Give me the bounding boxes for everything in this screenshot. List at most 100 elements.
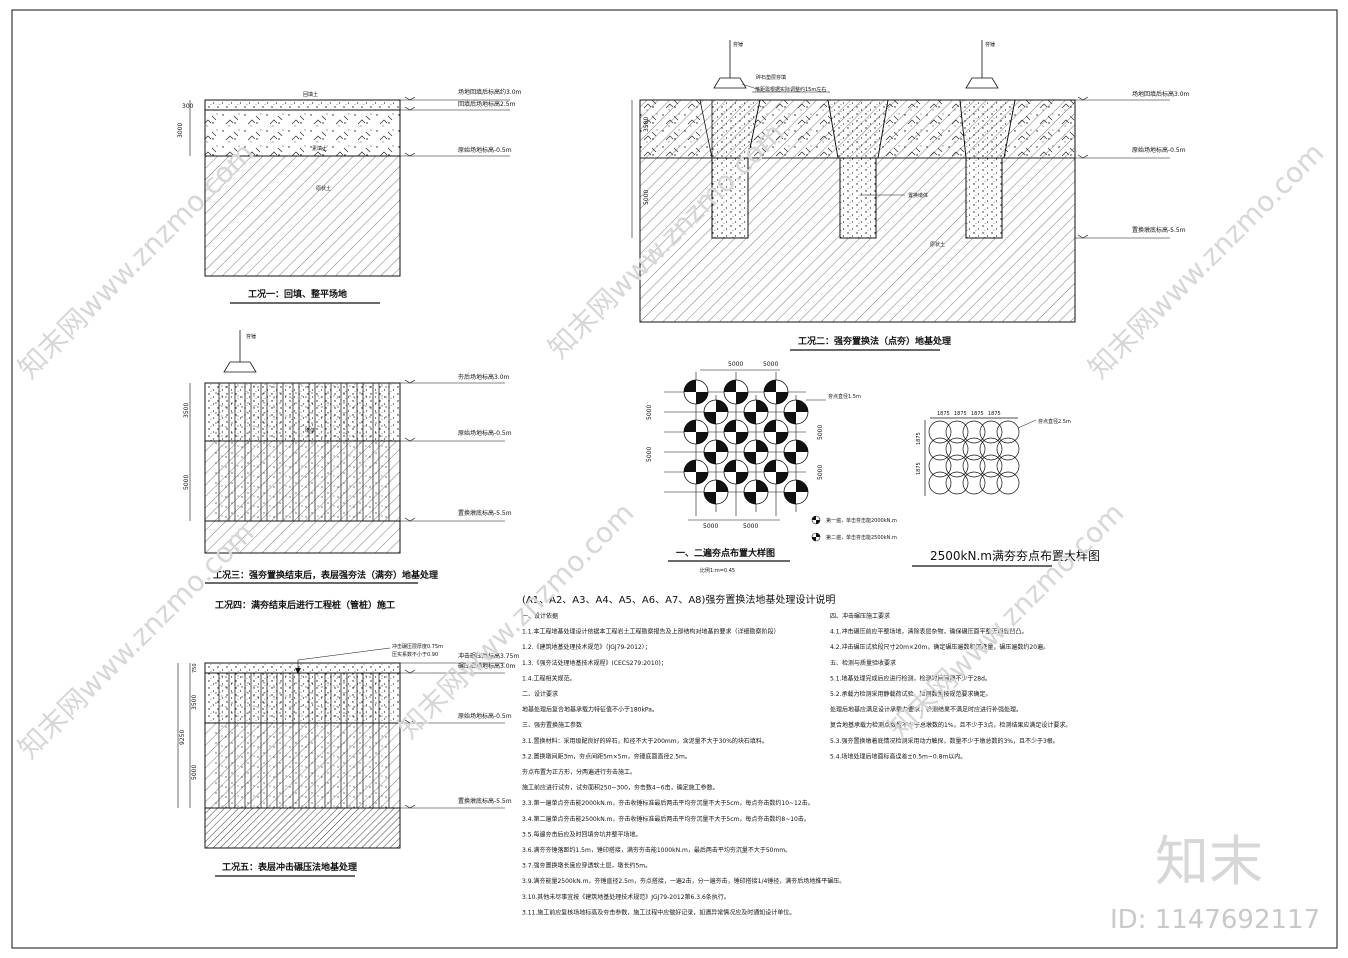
tamping-point	[783, 439, 809, 465]
tamping-point	[743, 479, 769, 505]
note-line: 五、检测与质量验收要求	[830, 659, 896, 667]
full-title: 2500kN.m满夯夯点布置大样图	[930, 548, 1100, 563]
note-line: 3.5.每遍夯击后应及时回填夯坑并整平场地。	[522, 830, 641, 838]
s2-dim-0: 3500	[643, 117, 650, 132]
note-line: 3.6.满夯夯锤落距约1.5m，锤印搭接，满夯夯击能1000kN.m，最后两击平…	[522, 846, 791, 854]
tamping-point	[703, 399, 729, 425]
note-line: 5.1.地基处理完成后应进行检测，检测时间间隔不少于28d。	[830, 674, 991, 682]
note-line: 处理后地基应满足设计承载力要求，检测结果不满足时应进行补强处理。	[830, 706, 1022, 714]
s5-dim-0: 750	[192, 663, 198, 673]
note-line: 地基处理后复合地基承载力特征值不小于180kPa。	[522, 706, 658, 714]
s3-level-0: 夯后场地标高3.0m	[458, 373, 510, 381]
full-tamping-circle	[996, 437, 1020, 461]
tamping-point	[783, 399, 809, 425]
grid-legend-1: 第二遍，单击夯击能2500kN.m	[826, 534, 897, 541]
note-line: 3.10.其他未尽事宜按《建筑地基处理技术规范》JGJ79-2012第6.3.6…	[522, 893, 730, 901]
note-line: 3.3.第一遍单点夯击能2000kN.m，夯击收锤标准最后两击平均夯沉量不大于5…	[522, 799, 814, 807]
note-line: 夯点布置为正方形，分两遍进行夯击施工。	[522, 768, 636, 776]
full-tamping-circle	[945, 454, 969, 478]
full-dim-2: 1875	[971, 411, 984, 417]
full-tamping-circle	[945, 471, 969, 495]
note-line: 3.2.置换墩间距3m，夯点间距5m×5m，夯锤底面直径2.5m。	[522, 752, 691, 760]
full-tamping-circle	[928, 471, 952, 495]
note-line: 1.2.《建筑地基处理技术规范》（JGJ79-2012）；	[522, 643, 651, 651]
section-1: 300 3000 场地回填后标高约3.0m 回填后场地标高2.5m 原始场地标高…	[177, 88, 522, 304]
full-dim-3: 1875	[988, 411, 1001, 417]
s1-dim-1: 3000	[177, 123, 184, 138]
s1-level-0: 场地回填后标高约3.0m	[458, 88, 522, 96]
tamping-point	[763, 419, 789, 445]
s5-dim-3: 9250	[179, 730, 186, 745]
s5-dim-1: 3500	[191, 695, 198, 710]
s5-dim-2: 5000	[191, 765, 198, 780]
grid-legend: 第一遍，单击夯击能2000kN.m 第二遍，单击夯击能2500kN.m	[811, 515, 897, 542]
s3-mid: 墩体	[305, 427, 315, 434]
grid-legend-0: 第一遍，单击夯击能2000kN.m	[826, 517, 897, 524]
note-line: 3.11.施工前应复核场地标高及夯击参数，施工过程中应做好记录，如遇异常情况应及…	[522, 908, 795, 916]
s5-level-2: 原始场地标高-0.5m	[458, 712, 512, 720]
note-line: 复合地基承载力检测点数量不少于总墩数的1%，且不少于3点，检测结果应满足设计要求…	[830, 721, 1071, 729]
sheet-border	[11, 9, 1338, 949]
full-dim-4: 1875	[916, 432, 922, 445]
note-line: 一、设计依据	[522, 612, 558, 620]
tamping-point	[743, 399, 769, 425]
s1-label-2: 原状土	[316, 185, 331, 192]
s3-hammer: 夯锤	[246, 333, 256, 340]
full-dim-1: 1875	[954, 411, 967, 417]
full-tamping-circle	[962, 420, 986, 444]
s2-hammer-2: 夯锤	[985, 41, 995, 48]
watermark-3: 知末网www.znzmo.com	[1082, 136, 1331, 385]
note-line: 三、强夯置换施工参数	[522, 721, 582, 729]
note-line: 4.2.冲击碾压试验段尺寸20m×20m，确定碾压遍数和沉降量，碾压遍数约20遍…	[830, 643, 1049, 651]
grid-dim-5: 5000	[646, 447, 653, 462]
grid-dim-6: 5000	[817, 425, 824, 440]
full-tamping-detail: 1875 1875 1875 1875 1875 1875 夯点直径2.5m 2…	[912, 411, 1100, 567]
design-notes: (A1、A2、A3、A4、A5、A6、A7、A8)强夯置换法地基处理设计说明 一…	[522, 593, 1071, 916]
s5-note-0: 冲击碾压层厚度0.75m	[392, 643, 443, 650]
tamping-point	[763, 459, 789, 485]
s2-label-3: 原状土	[930, 241, 945, 248]
s2-level-2: 置换墩底标高-5.5m	[1132, 226, 1186, 234]
s5-title: 工况五：表层冲击碾压法地基处理	[222, 861, 357, 873]
s2-level-0: 场地回填后标高3.0m	[1132, 90, 1190, 98]
note-line: 1.4.工程相关规范。	[522, 674, 575, 682]
s2-level-1: 原始场地标高-0.5m	[1132, 146, 1186, 154]
note-line: 5.3.强夯置换墩着底情况检测采用动力触探，数量不少于墩总数的3%，且不少于3根…	[830, 737, 1059, 745]
tamping-point	[743, 439, 769, 465]
tamping-point	[703, 439, 729, 465]
s5-level-3: 置换墩底标高-5.5m	[458, 797, 512, 805]
s3-title: 工况三：强夯置换结束后，表层强夯法（满夯）地基处理	[213, 569, 438, 581]
watermark-logo: 知末	[1155, 830, 1263, 893]
s2-label-2: 置换墩体	[908, 192, 928, 199]
grid-dim-7: 5000	[817, 465, 824, 480]
note-line: 1.1.本工程地基处理设计依据本工程岩土工程勘察报告及上部结构对地基的要求（详细…	[522, 628, 779, 636]
full-tamping-circle	[928, 454, 952, 478]
grid-dim-0: 5000	[728, 361, 743, 368]
note-line: 四、冲击碾压施工要求	[830, 612, 890, 620]
note-line: 5.2.承载力检测采用静载荷试验，检测数量按规范要求确定。	[830, 690, 991, 698]
full-tamping-circle	[979, 420, 1003, 444]
s3-dim-1: 5000	[183, 475, 190, 490]
s2-hammer-1: 夯锤	[733, 41, 743, 48]
s1-title: 工况一：回填、整平场地	[248, 288, 347, 300]
tamping-point	[703, 479, 729, 505]
grid-dim-2: 5000	[703, 523, 718, 530]
grid-right-label: 夯点直径1.5m	[828, 393, 861, 400]
grid-dim-4: 5000	[646, 405, 653, 420]
tamping-point	[683, 419, 709, 445]
note-line: 二、设计要求	[522, 690, 558, 698]
full-tamping-circle	[996, 454, 1020, 478]
full-dim-0: 1875	[937, 411, 950, 417]
s3-dim-0: 3500	[183, 403, 190, 418]
tamping-point	[723, 419, 749, 445]
s1-label-0: 回填土	[303, 91, 318, 98]
full-tamping-circle	[979, 471, 1003, 495]
grid-detail: 5000 5000 5000 5000 5000 5000 5000 5000 …	[646, 361, 897, 574]
full-tamping-circle	[996, 420, 1020, 444]
note-line: 5.4.场地处理后地面标高误差±0.5m~0.8m以内。	[830, 752, 966, 760]
section-3: 夯锤 墩体 3500 5000 夯后场地标高3.0m 原始场地标高-0.5m 置…	[183, 330, 512, 611]
grid-title: 一、二遍夯点布置大样图	[676, 547, 775, 559]
full-tamping-circle	[945, 437, 969, 461]
grid-scale: 比例1:m=0.45	[700, 567, 735, 574]
full-tamping-circle	[928, 420, 952, 444]
